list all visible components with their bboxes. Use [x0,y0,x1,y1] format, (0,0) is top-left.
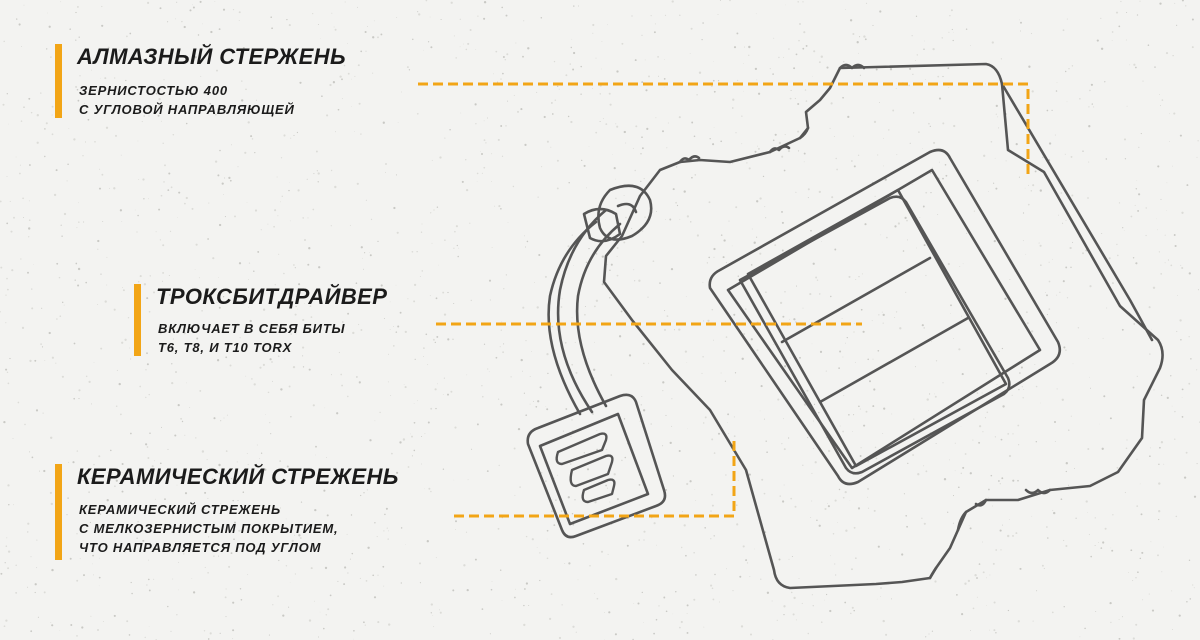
leader-line-ceramic-rod [454,436,736,518]
hang-tag-outer [526,393,667,539]
torx-driver-divider [818,316,970,404]
lanyard-rope [547,220,598,416]
callout-title: ТРОКСБИТДРАЙВЕР [156,284,388,309]
torx-driver-body [738,195,1011,475]
pouch-torn-edge [928,488,1052,580]
torx-driver-divider [780,256,932,344]
logo-icon [555,432,616,504]
lanyard-rope [575,222,622,408]
cord-stopper-ring [582,207,622,243]
callout-desc-line: ЧТО НАПРАВЛЯЕТСЯ ПОД УГЛОМ [79,540,322,555]
callout-title: АЛМАЗНЫЙ СТЕРЖЕНЬ [77,44,346,69]
cord-stopper-slot [616,202,638,214]
pouch-body-outline [602,62,1164,590]
accent-bar [55,464,62,560]
callout-desc-line: Т6, Т8, И Т10 TORX [158,340,293,355]
callout-desc-line: С УГЛОВОЙ НАПРАВЛЯЮЩЕЙ [79,102,295,117]
callout-desc-line: С МЕЛКОЗЕРНИСТЫМ ПОКРЫТИЕМ, [79,521,339,536]
callout-desc-line: ЗЕРНИСТОСТЬЮ 400 [79,83,228,98]
callout-desc-line: ВКЛЮЧАЕТ В СЕБЯ БИТЫ [158,321,346,336]
hang-tag-inner [538,412,650,526]
pouch-torn-edge [678,63,866,164]
pouch-fold-edge [1000,82,1154,342]
accent-bar [134,284,141,356]
cord-stopper [597,184,653,241]
callout-title: КЕРАМИЧЕСКИЙ СТРЕЖЕНЬ [77,464,399,489]
callout-desc-line: КЕРАМИЧЕСКИЙ СТРЕЖЕНЬ [79,502,281,517]
leader-line-diamond-rod [418,82,1030,176]
window-frame-outer [708,148,1062,486]
accent-bar [55,44,62,118]
